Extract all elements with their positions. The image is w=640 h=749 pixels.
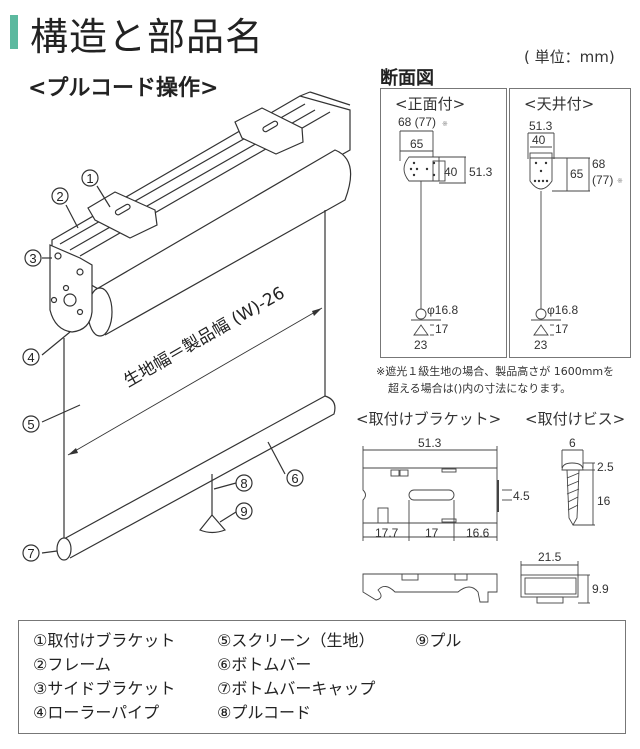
ceiling-overall-height-alt: (77)	[592, 173, 614, 187]
legend-item: ⑤スクリーン（生地）	[217, 631, 375, 650]
svg-text:1: 1	[86, 171, 93, 186]
bracket-seg1: 17.7	[375, 526, 399, 540]
bracket-seg3: 16.6	[466, 526, 490, 540]
svg-text:8: 8	[240, 476, 247, 491]
front-mount-panel: <正面付> 68 (77) ※ 65 40 51.3 φ16.8 17 23	[380, 88, 507, 358]
svg-text:7: 7	[27, 546, 34, 561]
svg-text:3: 3	[29, 251, 36, 266]
cap-height: 9.9	[592, 582, 609, 596]
note-line-2: 超える場合は()内の寸法になります。	[388, 382, 572, 395]
front-mount-title: <正面付>	[395, 95, 466, 113]
front-width: 65	[410, 137, 424, 151]
ceiling-mount-title: <天井付>	[524, 95, 595, 113]
ceiling-top-width: 51.3	[529, 119, 553, 133]
legend-item: ⑨プル	[415, 631, 462, 650]
ceiling-height: 65	[570, 167, 584, 181]
svg-text:9: 9	[240, 504, 247, 519]
screw-detail-title: <取付けビス>	[525, 410, 626, 428]
legend-item: ①取付けブラケット	[33, 631, 176, 650]
note-line-1: ※遮光１級生地の場合、製品高さが 1600mmを	[376, 365, 615, 378]
legend-item: ④ローラーパイプ	[33, 703, 160, 722]
front-mount-drawing	[399, 130, 466, 336]
legend-item: ⑥ボトムバー	[217, 655, 312, 674]
legend-column-1: ①取付けブラケット ②フレーム ③サイドブラケット ④ローラーパイプ	[33, 629, 175, 725]
ceiling-note-mark: ※	[617, 178, 623, 185]
bracket-width: 51.3	[418, 436, 442, 450]
bracket-detail-title: <取付けブラケット>	[356, 410, 502, 428]
bracket-slot: 4.5	[513, 489, 530, 503]
legend-item: ⑧プルコード	[217, 703, 312, 722]
ceiling-overall-height: 68	[592, 157, 606, 171]
ceiling-bracket: 40	[532, 133, 546, 147]
ceiling-pull-height: 17	[555, 322, 569, 336]
cross-section-title: 断面図	[380, 68, 434, 89]
front-pull-height: 17	[435, 322, 449, 336]
front-bracket: 40	[444, 165, 458, 179]
svg-text:2: 2	[56, 189, 63, 204]
front-height: 51.3	[469, 165, 493, 179]
screw-length: 16	[597, 494, 611, 508]
dimension-note: ※遮光１級生地の場合、製品高さが 1600mmを 超える場合は()内の寸法になり…	[376, 363, 638, 397]
legend-item: ③サイドブラケット	[33, 679, 176, 698]
title-accent-bar	[10, 15, 18, 49]
legend-column-2: ⑤スクリーン（生地） ⑥ボトムバー ⑦ボトムバーキャップ ⑧プルコード	[217, 629, 375, 725]
svg-text:6: 6	[291, 471, 298, 486]
bracket-seg2: 17	[425, 526, 439, 540]
ceiling-mount-drawing	[527, 132, 590, 336]
parts-legend: ①取付けブラケット ②フレーム ③サイドブラケット ④ローラーパイプ ⑤スクリー…	[18, 620, 626, 734]
front-pull-diameter: φ16.8	[427, 303, 459, 317]
legend-item: ⑦ボトムバーキャップ	[217, 679, 376, 698]
front-pull-width: 23	[414, 338, 428, 352]
ceiling-pull-width: 23	[534, 338, 548, 352]
svg-text:4: 4	[27, 350, 34, 365]
front-note-mark: ※	[442, 121, 448, 128]
page-title: 構造と部品名	[30, 15, 265, 59]
screw-head-width: 6	[569, 436, 576, 450]
screw-head-height: 2.5	[597, 460, 614, 474]
legend-item: ②フレーム	[33, 655, 111, 674]
ceiling-pull-diameter: φ16.8	[547, 303, 579, 317]
cap-width: 21.5	[538, 550, 562, 564]
front-overall-depth: 68 (77)	[398, 115, 437, 129]
ceiling-mount-panel: <天井付> 51.3 40 65 68 (77) ※ φ16.8 17 23	[509, 88, 631, 358]
svg-text:5: 5	[27, 417, 34, 432]
legend-column-3: ⑨プル	[415, 629, 461, 653]
unit-label: ( 単位：mm)	[524, 48, 615, 66]
roller-blind-diagram: 1 2 3 4 5 6 7 8 9	[22, 91, 352, 562]
operation-subtitle: <プルコード操作>	[28, 76, 219, 101]
